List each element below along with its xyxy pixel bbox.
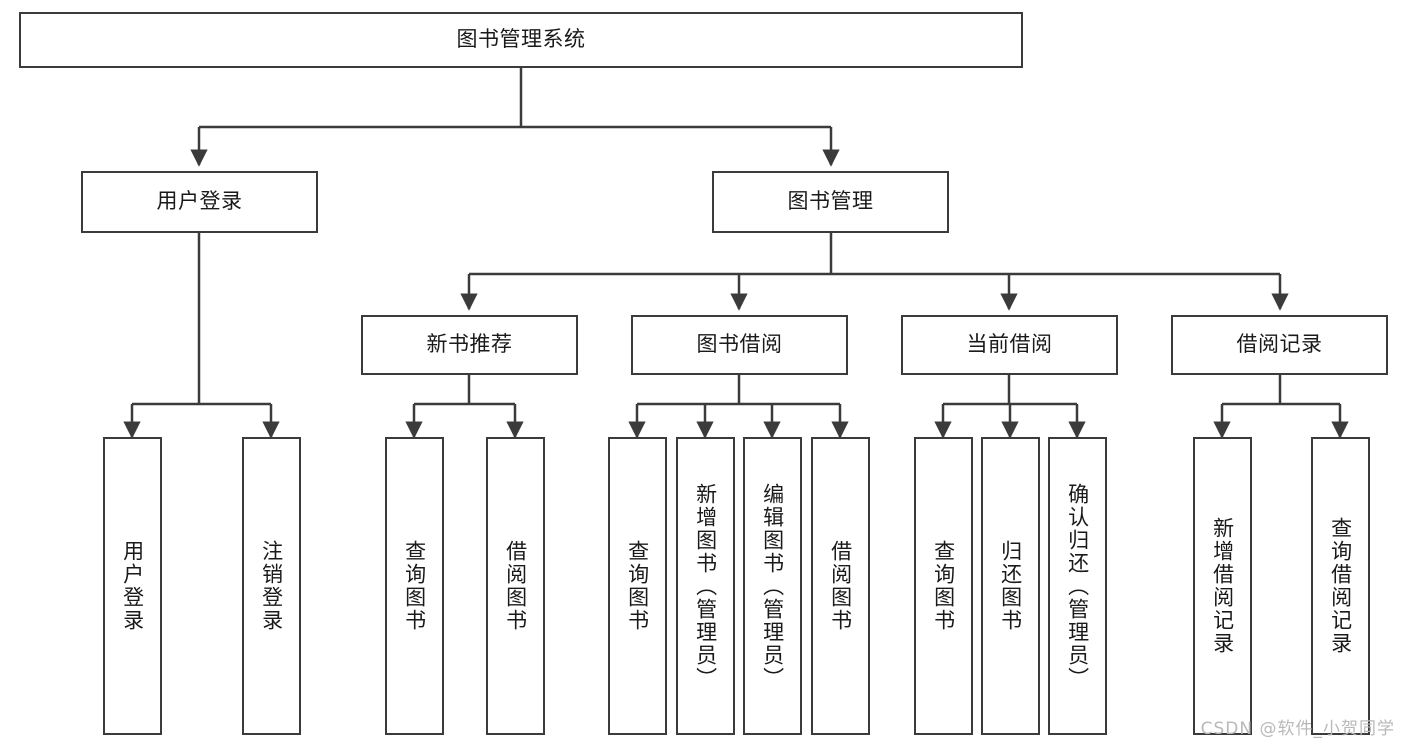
node-book-management[interactable]: 图书管理 xyxy=(712,171,949,233)
node-label: 借阅图书 xyxy=(503,540,528,632)
node-label: 新增图书（管理员） xyxy=(693,482,718,690)
node-label: 编辑图书（管理员） xyxy=(760,482,785,690)
node-book-management-system[interactable]: 图书管理系统 xyxy=(19,12,1023,68)
node-leaf-query-book-1[interactable]: 查询图书 xyxy=(385,437,444,735)
node-borrow-record[interactable]: 借阅记录 xyxy=(1171,315,1388,375)
node-new-book-recommend[interactable]: 新书推荐 xyxy=(361,315,578,375)
node-user-login[interactable]: 用户登录 xyxy=(81,171,318,233)
node-label: 归还图书 xyxy=(998,540,1023,632)
node-leaf-return-book[interactable]: 归还图书 xyxy=(981,437,1040,735)
node-leaf-user-login[interactable]: 用户登录 xyxy=(103,437,162,735)
node-leaf-query-borrow-record[interactable]: 查询借阅记录 xyxy=(1311,437,1370,735)
node-leaf-add-book-admin[interactable]: 新增图书（管理员） xyxy=(676,437,735,735)
node-label: 查询借阅记录 xyxy=(1328,517,1353,655)
node-book-borrow[interactable]: 图书借阅 xyxy=(631,315,848,375)
node-label: 用户登录 xyxy=(156,189,243,214)
node-label: 注销登录 xyxy=(259,540,284,632)
node-leaf-borrow-book-2[interactable]: 借阅图书 xyxy=(811,437,870,735)
node-leaf-borrow-book-1[interactable]: 借阅图书 xyxy=(486,437,545,735)
node-leaf-logout-login[interactable]: 注销登录 xyxy=(242,437,301,735)
node-label: 确认归还（管理员） xyxy=(1065,482,1090,690)
node-leaf-query-book-3[interactable]: 查询图书 xyxy=(914,437,973,735)
node-label: 新增借阅记录 xyxy=(1210,517,1235,655)
watermark-text: CSDN @软件_小贺同学 xyxy=(1200,719,1395,739)
node-current-borrow[interactable]: 当前借阅 xyxy=(901,315,1118,375)
node-leaf-add-borrow-record[interactable]: 新增借阅记录 xyxy=(1193,437,1252,735)
node-label: 新书推荐 xyxy=(426,332,513,357)
node-leaf-query-book-2[interactable]: 查询图书 xyxy=(608,437,667,735)
node-label: 图书管理系统 xyxy=(456,27,586,52)
node-label: 图书管理 xyxy=(787,189,874,214)
node-label: 查询图书 xyxy=(402,540,427,632)
node-leaf-confirm-return-admin[interactable]: 确认归还（管理员） xyxy=(1048,437,1107,735)
node-label: 查询图书 xyxy=(931,540,956,632)
node-leaf-edit-book-admin[interactable]: 编辑图书（管理员） xyxy=(743,437,802,735)
node-label: 用户登录 xyxy=(120,540,145,632)
node-label: 借阅图书 xyxy=(828,540,853,632)
node-label: 图书借阅 xyxy=(696,332,783,357)
node-label: 借阅记录 xyxy=(1236,332,1323,357)
node-label: 查询图书 xyxy=(625,540,650,632)
node-label: 当前借阅 xyxy=(966,332,1053,357)
